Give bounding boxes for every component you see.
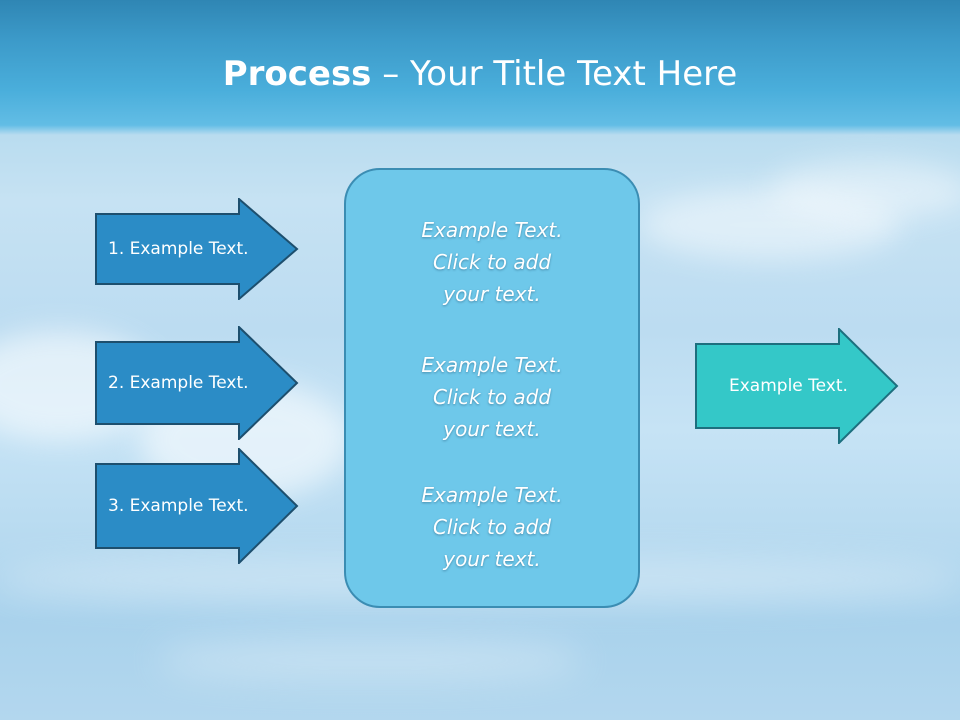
- cloud-decoration: [770, 160, 960, 220]
- left-arrow-label: 2. Example Text.: [108, 373, 249, 393]
- left-arrow-label: 3. Example Text.: [108, 496, 249, 516]
- block-line: Example Text.: [421, 483, 563, 507]
- title-bold-text: Process: [222, 54, 372, 94]
- block-line: your text.: [443, 417, 541, 441]
- right-arrow-label: Example Text.: [729, 376, 848, 396]
- center-text-block: Example Text. Click to add your text.: [346, 349, 638, 445]
- block-line: Click to add: [432, 515, 552, 539]
- block-line: Click to add: [432, 385, 552, 409]
- left-arrow-2[interactable]: 2. Example Text.: [95, 326, 299, 440]
- arrow-right-shape: [95, 198, 299, 300]
- slide-title[interactable]: Process – Your Title Text Here: [0, 52, 960, 96]
- block-line: Example Text.: [421, 353, 563, 377]
- block-line: Example Text.: [421, 218, 563, 242]
- left-arrow-label: 1. Example Text.: [108, 239, 249, 259]
- block-line: your text.: [443, 282, 541, 306]
- center-text-box[interactable]: Example Text. Click to add your text. Ex…: [344, 168, 640, 608]
- arrow-right-shape: [695, 328, 899, 444]
- title-rest-text: – Your Title Text Here: [371, 54, 738, 94]
- block-line: your text.: [443, 547, 541, 571]
- cloud-decoration: [640, 190, 900, 260]
- arrow-right-shape: [95, 326, 299, 440]
- block-line: Click to add: [432, 250, 552, 274]
- right-arrow[interactable]: Example Text.: [695, 328, 899, 444]
- arrow-right-shape: [95, 448, 299, 564]
- center-text-block: Example Text. Click to add your text.: [346, 214, 638, 310]
- left-arrow-3[interactable]: 3. Example Text.: [95, 448, 299, 564]
- water-reflection: [160, 640, 580, 680]
- center-text-block: Example Text. Click to add your text.: [346, 479, 638, 575]
- left-arrow-1[interactable]: 1. Example Text.: [95, 198, 299, 300]
